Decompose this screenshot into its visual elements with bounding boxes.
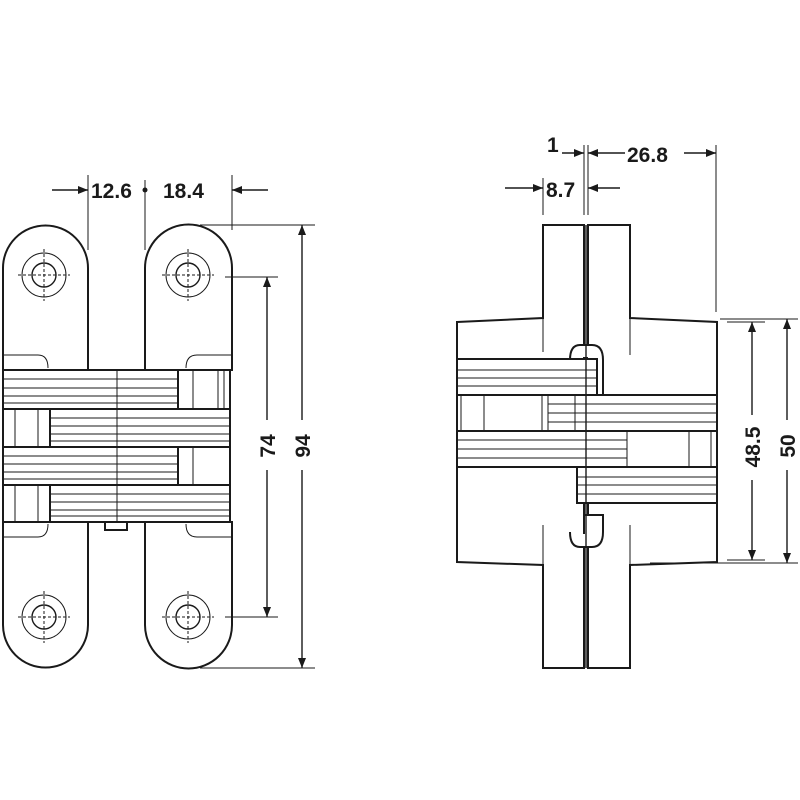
dimension-label: 26.8 (627, 144, 668, 167)
screw-hole-icon (162, 249, 214, 301)
dimension-body-height: 50 (650, 318, 800, 564)
screw-hole-icon (162, 591, 214, 643)
dimension-label: 18.4 (163, 180, 204, 203)
arm-upper-left (456, 358, 598, 396)
shoulder-line (3, 354, 49, 369)
front-view: 12.6 18.4 74 94 (2, 175, 315, 670)
dimension-depth: 1 26.8 8.7 (505, 134, 717, 312)
dimension-width-front: 12.6 18.4 (52, 175, 268, 250)
dimension-label: 12.6 (91, 180, 132, 203)
shoulder-line (3, 523, 49, 538)
shoulder-line (185, 523, 232, 538)
dimension-label: 94 (292, 434, 315, 458)
dimension-body-inner-height: 48.5 (727, 321, 765, 561)
dimension-hole-spacing: 74 (225, 276, 280, 618)
arm-middle-2 (456, 430, 718, 468)
dimension-label: 74 (257, 434, 280, 458)
top-left-leaf (2, 224, 89, 371)
screw-hole-icon (18, 249, 70, 301)
screw-hole-icon (18, 591, 70, 643)
dimension-label: 48.5 (742, 426, 765, 467)
arm-lower-right (576, 466, 718, 504)
knuckle-body (2, 369, 231, 531)
side-view: 1 26.8 8.7 48.5 50 (456, 134, 800, 669)
dimension-label: 1 (547, 134, 559, 157)
shoulder-line (185, 354, 232, 369)
dimension-total-height: 94 (200, 224, 315, 669)
dimension-label: 50 (777, 434, 800, 457)
arm-middle (456, 394, 718, 432)
dimension-label: 8.7 (546, 179, 575, 202)
